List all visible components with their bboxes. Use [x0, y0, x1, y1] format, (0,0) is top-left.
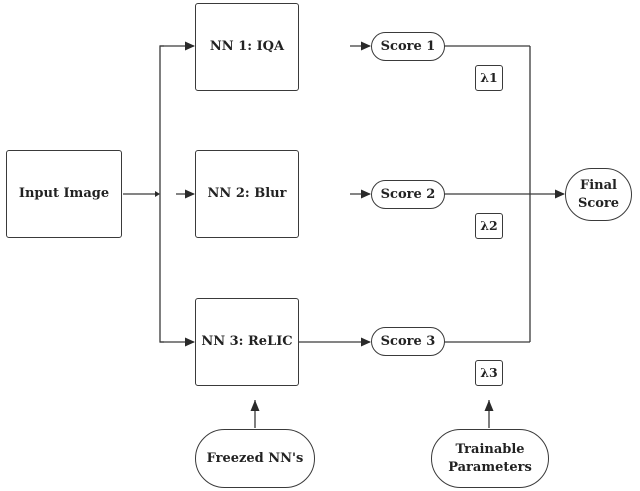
nn3-label: NN 3: ReLIC [201, 334, 293, 350]
lambda2-node: λ2 [475, 213, 503, 239]
edge-freezed-nn3-arrow [250, 400, 260, 411]
edge-branch-nn1-arrow [185, 41, 195, 51]
edge-agg-final-arrow [555, 189, 565, 199]
lambda3-label: λ3 [480, 364, 498, 380]
trainable-parameters-node: Trainable Parameters [431, 429, 549, 488]
nn2-node: NN 2: Blur [195, 150, 299, 238]
final-score-line2: Score [577, 195, 620, 211]
edge-branch-vertical [159, 45, 164, 343]
edge-nn1-score1-arrow [361, 41, 371, 51]
score3-node: Score 3 [371, 327, 445, 356]
edge-trainable-lambda-arrow [484, 400, 494, 411]
final-score-node: Final Score [565, 168, 632, 221]
trainable-line1: Trainable [455, 441, 525, 457]
trainable-line2: Parameters [448, 459, 532, 475]
edge-input-branch-arrow [155, 191, 160, 197]
trainable-parameters-label: Trainable Parameters [448, 441, 532, 476]
lambda2-label: λ2 [480, 217, 498, 233]
final-score-label: Final Score [578, 177, 619, 212]
score1-node: Score 1 [371, 32, 445, 61]
edge-branch-nn2-arrow [185, 189, 195, 199]
score1-label: Score 1 [380, 38, 436, 54]
freezed-nns-label: Freezed NN's [206, 450, 304, 466]
score2-label: Score 2 [380, 186, 436, 202]
nn1-node: NN 1: IQA [195, 3, 299, 91]
lambda3-node: λ3 [475, 360, 503, 386]
edge-nn3-score3-arrow [361, 337, 371, 347]
score3-label: Score 3 [380, 333, 436, 349]
edge-nn2-score2-arrow [361, 189, 371, 199]
final-score-line1: Final [580, 177, 617, 193]
input-image-node: Input Image [6, 150, 122, 238]
nn2-label: NN 2: Blur [207, 186, 287, 202]
lambda1-node: λ1 [475, 65, 503, 91]
freezed-nns-node: Freezed NN's [195, 429, 315, 488]
input-image-label: Input Image [18, 186, 110, 202]
score2-node: Score 2 [371, 180, 445, 209]
nn3-node: NN 3: ReLIC [195, 298, 299, 386]
edge-branch-nn3-arrow [185, 337, 195, 347]
nn1-label: NN 1: IQA [209, 39, 285, 55]
lambda1-label: λ1 [480, 69, 498, 85]
